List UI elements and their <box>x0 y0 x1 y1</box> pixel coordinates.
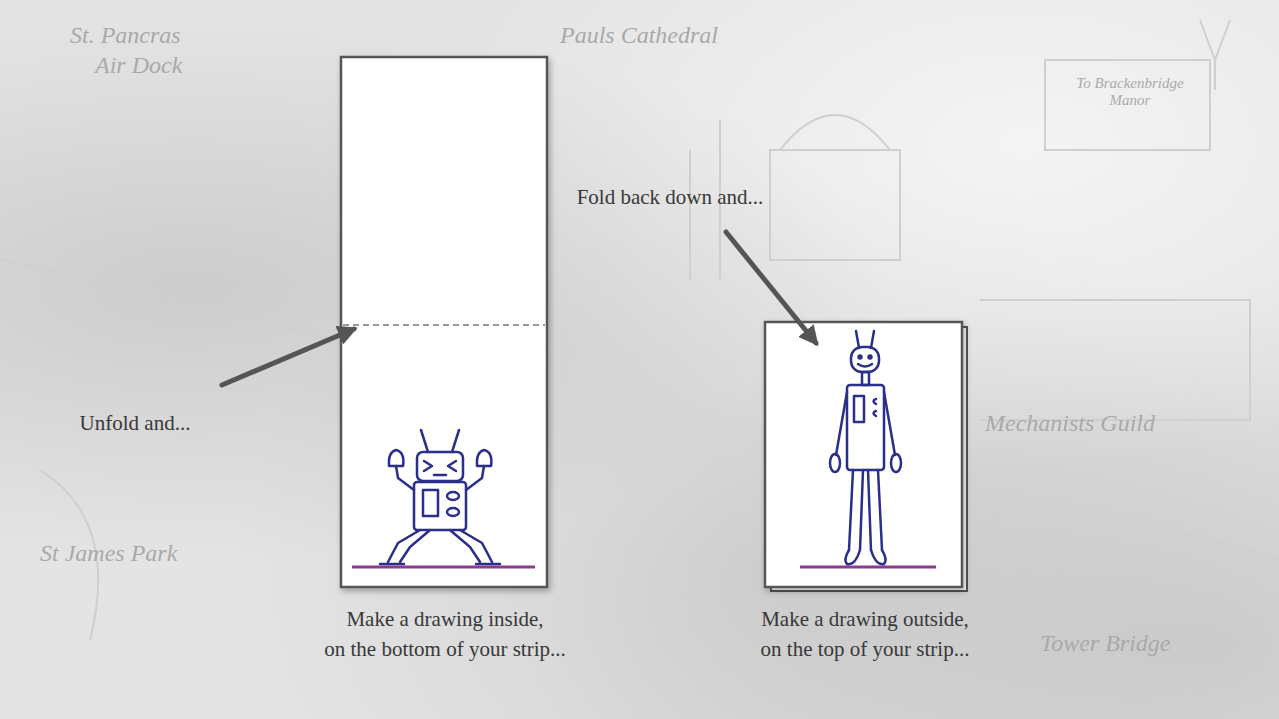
pointer-arrow <box>222 329 354 385</box>
ground-line <box>800 566 936 569</box>
standing-robot <box>830 331 901 564</box>
map-watermark: Pauls Cathedral <box>560 22 820 49</box>
map-watermark: Mechanists Guild <box>985 410 1245 437</box>
caption-text: Make a drawing inside, on the bottom of … <box>290 604 600 664</box>
caption-text: Make a drawing outside, on the top of yo… <box>710 604 1020 664</box>
map-watermark: St. Pancras <box>70 22 290 49</box>
map-watermark: St James Park <box>40 540 220 567</box>
map-watermark: Air Dock <box>95 52 315 79</box>
paper-strip <box>341 57 547 587</box>
ground-line <box>352 566 535 569</box>
map-watermark: Tower Bridge <box>1040 630 1240 657</box>
squatting-robot <box>380 430 500 564</box>
folded-card <box>765 322 962 587</box>
map-background <box>0 20 1279 700</box>
instruction-text: Fold back down and... <box>560 182 780 212</box>
fold-line <box>343 324 545 326</box>
pointer-arrow <box>726 232 816 343</box>
instruction-text: Unfold and... <box>60 408 210 438</box>
map-watermark: To Brackenbridge Manor <box>1060 75 1200 109</box>
